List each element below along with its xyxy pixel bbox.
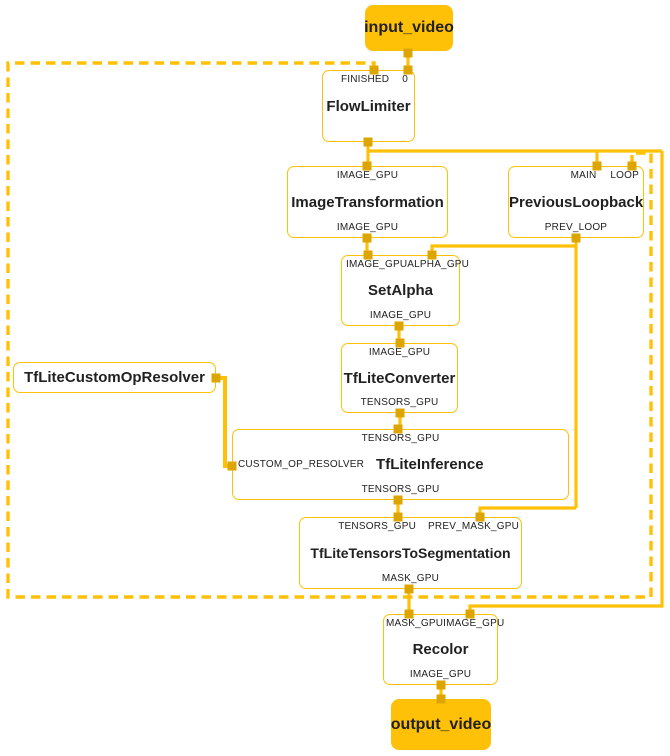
terminal-output-video[interactable]: output_video bbox=[391, 699, 491, 750]
port-label-setalpha-out: IMAGE_GPU bbox=[369, 310, 432, 321]
port-segmentation-prevmask[interactable] bbox=[475, 512, 485, 522]
port-label-main: MAIN bbox=[570, 170, 597, 181]
port-label-inference-in: TENSORS_GPU bbox=[361, 433, 440, 444]
node-title-image-transformation: ImageTransformation bbox=[291, 193, 444, 211]
terminal-output-video-label: output_video bbox=[390, 715, 492, 733]
node-title-tflite-inference: TfLiteInference bbox=[376, 456, 484, 473]
node-tflite-converter[interactable]: IMAGE_GPU TfLiteConverter TENSORS_GPU bbox=[341, 343, 458, 413]
port-input-video-out[interactable] bbox=[403, 48, 413, 58]
node-recolor[interactable]: MASK_GPU IMAGE_GPU Recolor IMAGE_GPU bbox=[383, 614, 504, 685]
port-segmentation-out[interactable] bbox=[404, 584, 414, 594]
port-label-recolor-image: IMAGE_GPU bbox=[443, 618, 505, 629]
port-label-custom-op-resolver: CUSTOM_OP_RESOLVER bbox=[238, 458, 365, 470]
port-label-finished: FINISHED bbox=[340, 74, 390, 85]
port-converter-out[interactable] bbox=[395, 408, 405, 418]
node-set-alpha[interactable]: IMAGE_GPU ALPHA_GPU SetAlpha IMAGE_GPU bbox=[341, 255, 469, 326]
node-title-tflite-custom-op-resolver: TfLiteCustomOpResolver bbox=[24, 369, 205, 386]
port-imagetransformation-in[interactable] bbox=[362, 161, 372, 171]
node-previous-loopback[interactable]: MAIN LOOP PreviousLoopback PREV_LOOP bbox=[508, 166, 644, 238]
node-tflite-custom-op-resolver[interactable]: TfLiteCustomOpResolver bbox=[13, 362, 216, 393]
backedge-dashed-loop bbox=[6, 61, 653, 599]
port-setalpha-image[interactable] bbox=[363, 250, 373, 260]
node-title-previous-loopback: PreviousLoopback bbox=[509, 193, 644, 211]
port-resolver-out[interactable] bbox=[211, 373, 221, 383]
port-label-loop: LOOP bbox=[610, 170, 639, 181]
port-label-converter-in: IMAGE_GPU bbox=[368, 347, 431, 358]
node-title-recolor: Recolor bbox=[412, 641, 469, 658]
port-label-converter-out: TENSORS_GPU bbox=[360, 397, 439, 408]
port-converter-in[interactable] bbox=[395, 338, 405, 348]
port-setalpha-alpha[interactable] bbox=[427, 250, 437, 260]
node-title-tflite-tensors-to-segmentation: TfLiteTensorsToSegmentation bbox=[310, 545, 511, 561]
port-label-segmentation-tensors: TENSORS_GPU bbox=[338, 521, 417, 532]
port-inference-resolver[interactable] bbox=[227, 461, 237, 471]
port-label-segmentation-prev-mask: PREV_MASK_GPU bbox=[428, 521, 519, 532]
port-label-segmentation-out: MASK_GPU bbox=[381, 573, 440, 584]
node-title-set-alpha: SetAlpha bbox=[367, 282, 433, 299]
terminal-input-video-label: input_video bbox=[364, 19, 454, 36]
port-label-recolor-out: IMAGE_GPU bbox=[409, 669, 472, 680]
port-segmentation-tensors[interactable] bbox=[393, 512, 403, 522]
port-flowlimiter-out[interactable] bbox=[363, 137, 373, 147]
port-flowlimiter-finished[interactable] bbox=[369, 65, 379, 75]
node-title-flow-limiter: FlowLimiter bbox=[326, 97, 411, 115]
port-recolor-mask[interactable] bbox=[404, 609, 414, 619]
port-imagetransformation-out[interactable] bbox=[362, 233, 372, 243]
port-inference-out[interactable] bbox=[393, 495, 403, 505]
node-image-transformation[interactable]: IMAGE_GPU ImageTransformation IMAGE_GPU bbox=[287, 166, 448, 238]
port-flowlimiter-zero[interactable] bbox=[403, 65, 413, 75]
port-previousloopback-main[interactable] bbox=[592, 161, 602, 171]
port-label-setalpha-image: IMAGE_GPU bbox=[346, 259, 408, 270]
port-recolor-image[interactable] bbox=[465, 609, 475, 619]
port-label-recolor-mask: MASK_GPU bbox=[386, 618, 444, 629]
port-label-inference-out: TENSORS_GPU bbox=[361, 484, 440, 495]
node-title-tflite-converter: TfLiteConverter bbox=[343, 369, 456, 387]
port-label-imagetransformation-in: IMAGE_GPU bbox=[336, 170, 399, 181]
port-output-video-in[interactable] bbox=[436, 694, 446, 704]
port-inference-in[interactable] bbox=[393, 424, 403, 434]
node-tflite-tensors-to-segmentation[interactable]: TENSORS_GPU PREV_MASK_GPU TfLiteTensorsT… bbox=[299, 517, 522, 589]
port-previousloopback-prevloop[interactable] bbox=[571, 233, 581, 243]
port-recolor-out[interactable] bbox=[436, 680, 446, 690]
port-label-zero: 0 bbox=[402, 74, 408, 85]
port-label-setalpha-alpha: ALPHA_GPU bbox=[407, 259, 470, 270]
port-previousloopback-loop[interactable] bbox=[627, 161, 637, 171]
port-label-prev-loop: PREV_LOOP bbox=[544, 222, 608, 233]
port-label-imagetransformation-out: IMAGE_GPU bbox=[336, 222, 399, 233]
port-setalpha-out[interactable] bbox=[394, 321, 404, 331]
terminal-input-video[interactable]: input_video bbox=[364, 5, 454, 51]
